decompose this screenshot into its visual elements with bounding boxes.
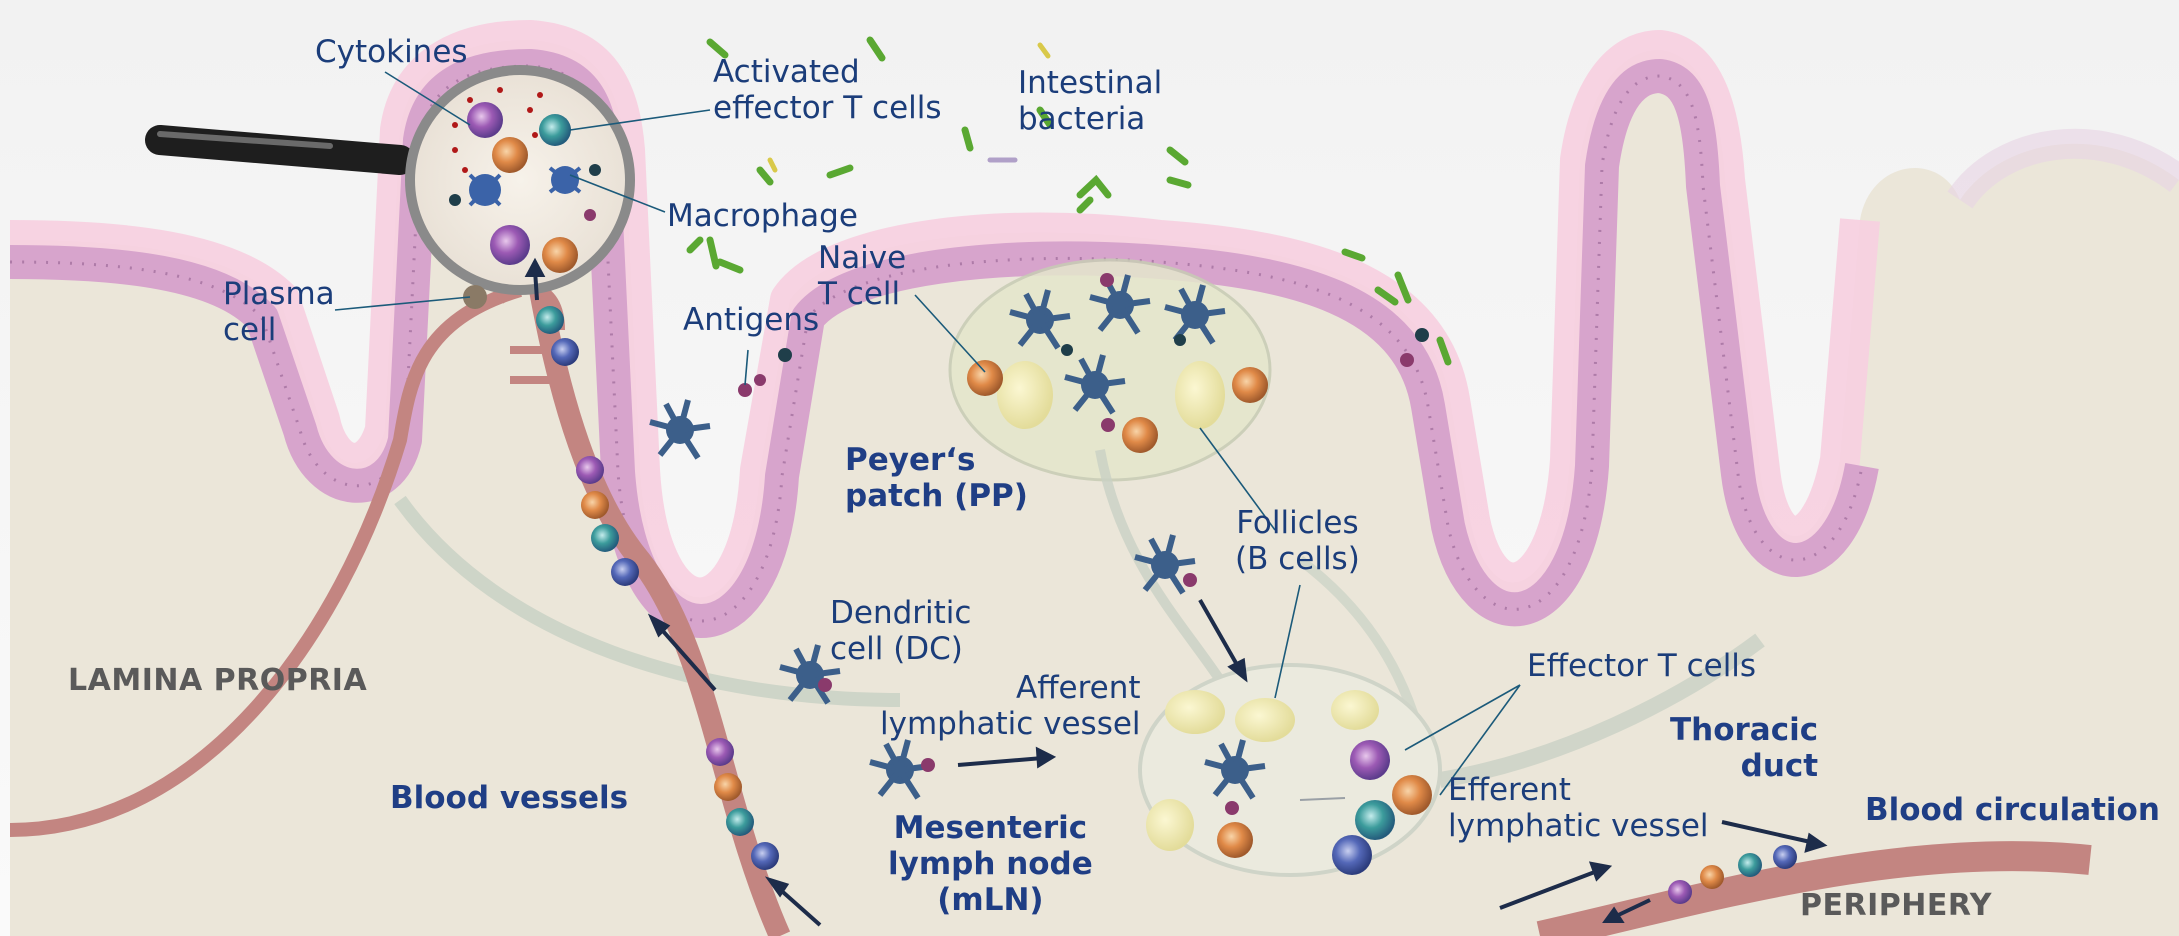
label-follicles: Follicles (B cells) — [1235, 505, 1360, 577]
label-antigens: Antigens — [683, 302, 819, 338]
label-mesenteric-lymph-node: Mesenteric lymph node (mLN) — [888, 810, 1093, 918]
label-activated-effector-t-cells: Activated effector T cells — [713, 54, 942, 126]
label-plasma-cell: Plasma cell — [223, 276, 335, 348]
label-macrophage: Macrophage — [667, 198, 858, 234]
label-blood-vessels: Blood vessels — [390, 780, 628, 816]
label-blood-circulation: Blood circulation — [1865, 792, 2160, 828]
label-lamina-propria: LAMINA PROPRIA — [68, 663, 367, 698]
label-periphery: PERIPHERY — [1800, 888, 1992, 923]
label-naive-t-cell: Naive T cell — [818, 240, 906, 312]
label-intestinal-bacteria: Intestinal bacteria — [1018, 65, 1162, 137]
label-dendritic-cell: Dendritic cell (DC) — [830, 595, 971, 667]
label-effector-t-cells: Effector T cells — [1527, 648, 1756, 684]
label-afferent-lymphatic-vessel: Afferent lymphatic vessel — [880, 670, 1141, 742]
label-peyers-patch: Peyer‘s patch (PP) — [845, 442, 1028, 514]
label-cytokines: Cytokines — [315, 34, 468, 70]
label-efferent-lymphatic-vessel: Efferent lymphatic vessel — [1448, 772, 1709, 844]
